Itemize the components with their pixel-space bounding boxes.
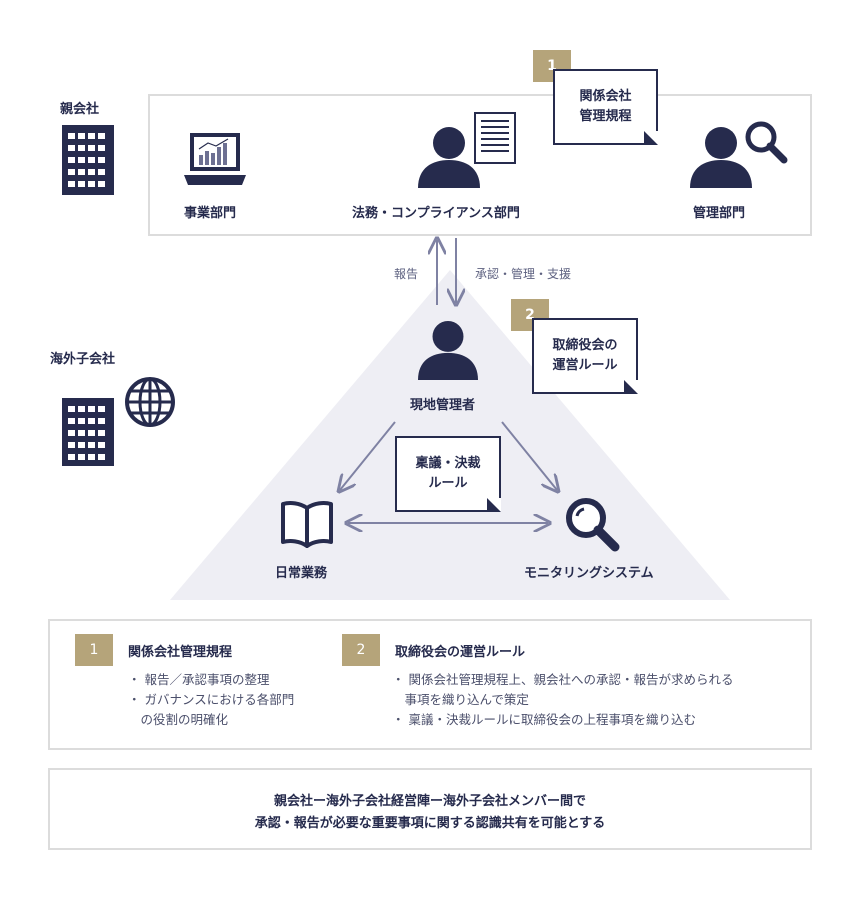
person-icon [418, 320, 478, 380]
list-item: ・ 関係会社管理規程上、親会社への承認・報告が求められる [392, 672, 734, 687]
globe-icon [125, 377, 175, 427]
doc3-card: 稟議・決裁 ルール [395, 436, 501, 512]
legend2-bullets: ・ 関係会社管理規程上、親会社への承認・報告が求められる 事項を織り込んで策定 … [392, 670, 733, 730]
list-item: ・ ガバナンスにおける各部門 [128, 692, 295, 707]
legend1-title: 関係会社管理規程 [128, 645, 233, 660]
building-icon [62, 398, 114, 466]
legend1-badge: 1 [75, 634, 113, 666]
magnifier-icon [566, 498, 620, 552]
legend2-title: 取締役会の運営ルール [395, 645, 526, 660]
list-item: ・ 稟議・決裁ルールに取締役会の上程事項を織り込む [392, 712, 696, 727]
doc2-card: 取締役会の 運営ルール [532, 318, 638, 394]
legend1-bullets: ・ 報告／承認事項の整理 ・ ガバナンスにおける各部門 の役割の明確化 [128, 670, 294, 730]
person-icon [418, 127, 480, 188]
local-manager-label: 現地管理者 [410, 398, 476, 413]
doc1-line1: 関係会社 [579, 89, 632, 104]
daily-ops-label: 日常業務 [275, 566, 328, 581]
summary-line1: 親会社ー海外子会社経営陣ー海外子会社メンバー間で [273, 794, 586, 809]
summary-line2: 承認・報告が必要な重要事項に関する認識共有を可能とする [254, 816, 606, 831]
subsidiary-label: 海外子会社 [50, 352, 116, 367]
open-book-icon [281, 501, 333, 548]
legal-dept-label: 法務・コンプライアンス部門 [352, 206, 520, 221]
document-icon [474, 112, 516, 164]
laptop-chart-icon [184, 133, 246, 185]
monitoring-label: モニタリングシステム [524, 566, 654, 581]
report-label: 報告 [394, 267, 419, 281]
building-icon [62, 125, 114, 195]
list-item: ・ 報告／承認事項の整理 [128, 672, 270, 687]
parent-label: 親会社 [60, 102, 100, 117]
doc-fold [624, 380, 638, 394]
person-icon [690, 127, 752, 188]
list-item: 事項を織り込んで策定 [392, 692, 529, 707]
approval-label: 承認・管理・支援 [475, 267, 572, 281]
doc-fold [644, 131, 658, 145]
management-dept-label: 管理部門 [693, 206, 746, 221]
doc3-line1: 稟議・決裁 [415, 456, 481, 471]
summary-box [48, 768, 812, 850]
doc1-card: 関係会社 管理規程 [553, 69, 658, 145]
magnifier-icon [745, 121, 788, 164]
list-item: の役割の明確化 [128, 712, 229, 727]
arrow-manager-monitoring [501, 421, 557, 490]
doc3-line2: ルール [428, 476, 468, 491]
legend-box [48, 619, 812, 750]
legend2-badge: 2 [342, 634, 380, 666]
business-dept-label: 事業部門 [184, 206, 237, 221]
doc2-line2: 運営ルール [552, 358, 618, 373]
doc2-line1: 取締役会の [552, 338, 618, 353]
arrow-manager-daily [340, 421, 396, 490]
doc1-line2: 管理規程 [579, 109, 632, 124]
doc-fold [487, 498, 501, 512]
